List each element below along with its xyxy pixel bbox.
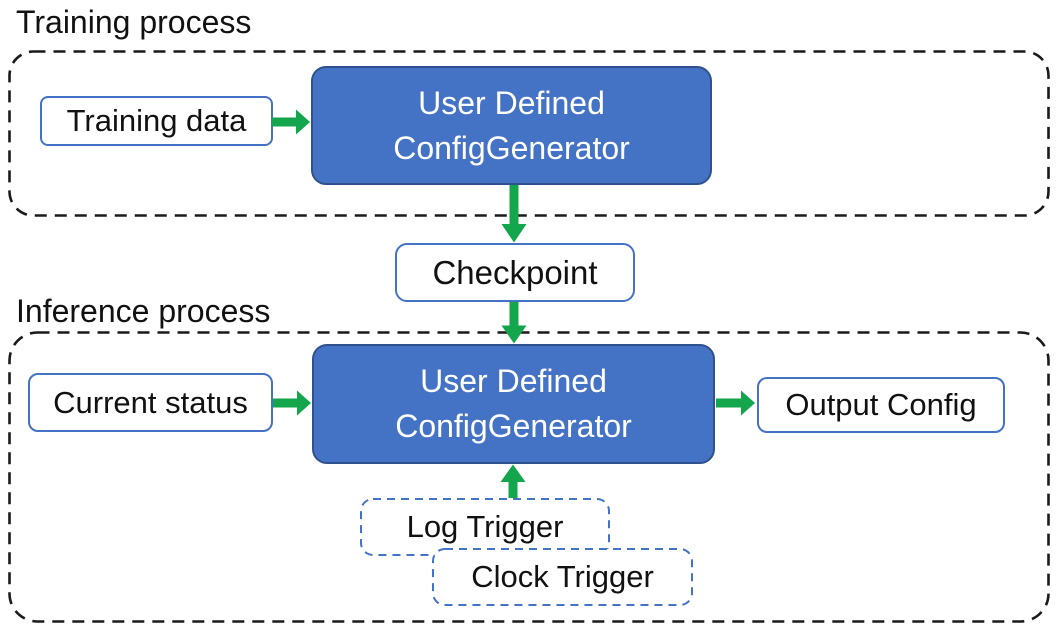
arrow-right-icon: [716, 390, 756, 416]
current-status-box: Current status: [28, 373, 273, 432]
training-process-container: [8, 50, 1050, 217]
arrow-right-icon: [272, 109, 311, 135]
training-process-title: Training process: [16, 4, 252, 40]
checkpoint-label: Checkpoint: [432, 253, 598, 291]
log-trigger-box: Log Trigger: [360, 498, 610, 556]
clock-trigger-label: Clock Trigger: [471, 559, 654, 594]
inference-process-title: Inference process: [16, 293, 271, 329]
training-config-generator-box: User Defined ConfigGenerator: [311, 66, 712, 185]
arrow-down-icon: [501, 302, 527, 344]
training-config-generator-line1: User Defined: [418, 84, 605, 121]
inference-config-generator-box: User Defined ConfigGenerator: [312, 344, 715, 464]
arrow-up-icon: [500, 464, 526, 498]
clock-trigger-box: Clock Trigger: [432, 548, 693, 606]
output-config-label: Output Config: [785, 387, 977, 422]
training-data-label: Training data: [66, 103, 247, 138]
inference-config-generator-line2: ConfigGenerator: [395, 408, 632, 444]
training-data-box: Training data: [40, 96, 273, 146]
training-config-generator-line2: ConfigGenerator: [393, 129, 630, 166]
log-trigger-label: Log Trigger: [406, 509, 564, 544]
current-status-label: Current status: [53, 384, 248, 420]
inference-config-generator-line1: User Defined: [420, 363, 607, 399]
checkpoint-box: Checkpoint: [395, 243, 635, 302]
inference-process-container: [8, 331, 1050, 623]
arrow-down-icon: [501, 185, 527, 243]
output-config-box: Output Config: [757, 377, 1005, 433]
arrow-right-icon: [273, 390, 312, 416]
